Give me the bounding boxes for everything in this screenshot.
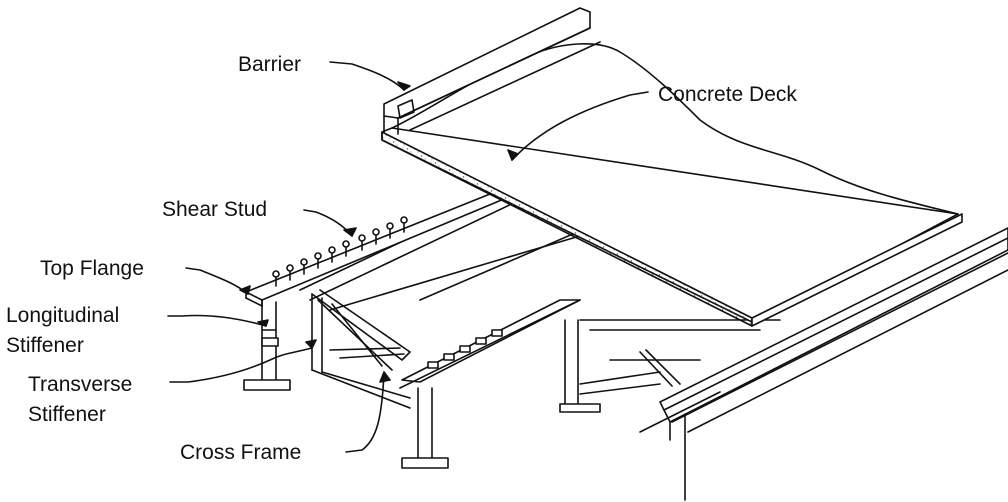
label-barrier: Barrier	[238, 53, 301, 76]
label-transverse: Transverse	[28, 373, 132, 396]
top-flange-leader	[185, 267, 249, 295]
label-cross-frame: Cross Frame	[180, 441, 301, 464]
concrete-deck-leader	[511, 91, 649, 161]
label-top-flange: Top Flange	[40, 257, 144, 280]
shear-stud-leader	[303, 209, 353, 237]
barrier-leader	[329, 61, 405, 91]
leader-lines	[167, 61, 649, 453]
barrier	[383, 7, 601, 135]
middle-girder	[399, 299, 601, 469]
label-transverse-stiffener: Stiffener	[28, 403, 106, 426]
shear-studs	[272, 216, 408, 287]
top-flange	[245, 189, 517, 307]
left-girder	[243, 299, 291, 391]
arrow-heads	[239, 81, 519, 383]
transverse-stiffener-leader	[169, 347, 313, 383]
longitudinal-stiffener-leader	[167, 314, 267, 327]
label-longitudinal-stiffener: Stiffener	[6, 334, 84, 357]
cross-frame-leader	[345, 371, 385, 453]
label-longitudinal: Longitudinal	[6, 304, 119, 327]
cross-frame-right	[579, 349, 701, 395]
right-girder	[639, 227, 1008, 501]
label-concrete-deck: Concrete Deck	[658, 83, 797, 106]
label-shear-stud: Shear Stud	[162, 198, 267, 221]
cross-frame-left	[311, 289, 411, 409]
